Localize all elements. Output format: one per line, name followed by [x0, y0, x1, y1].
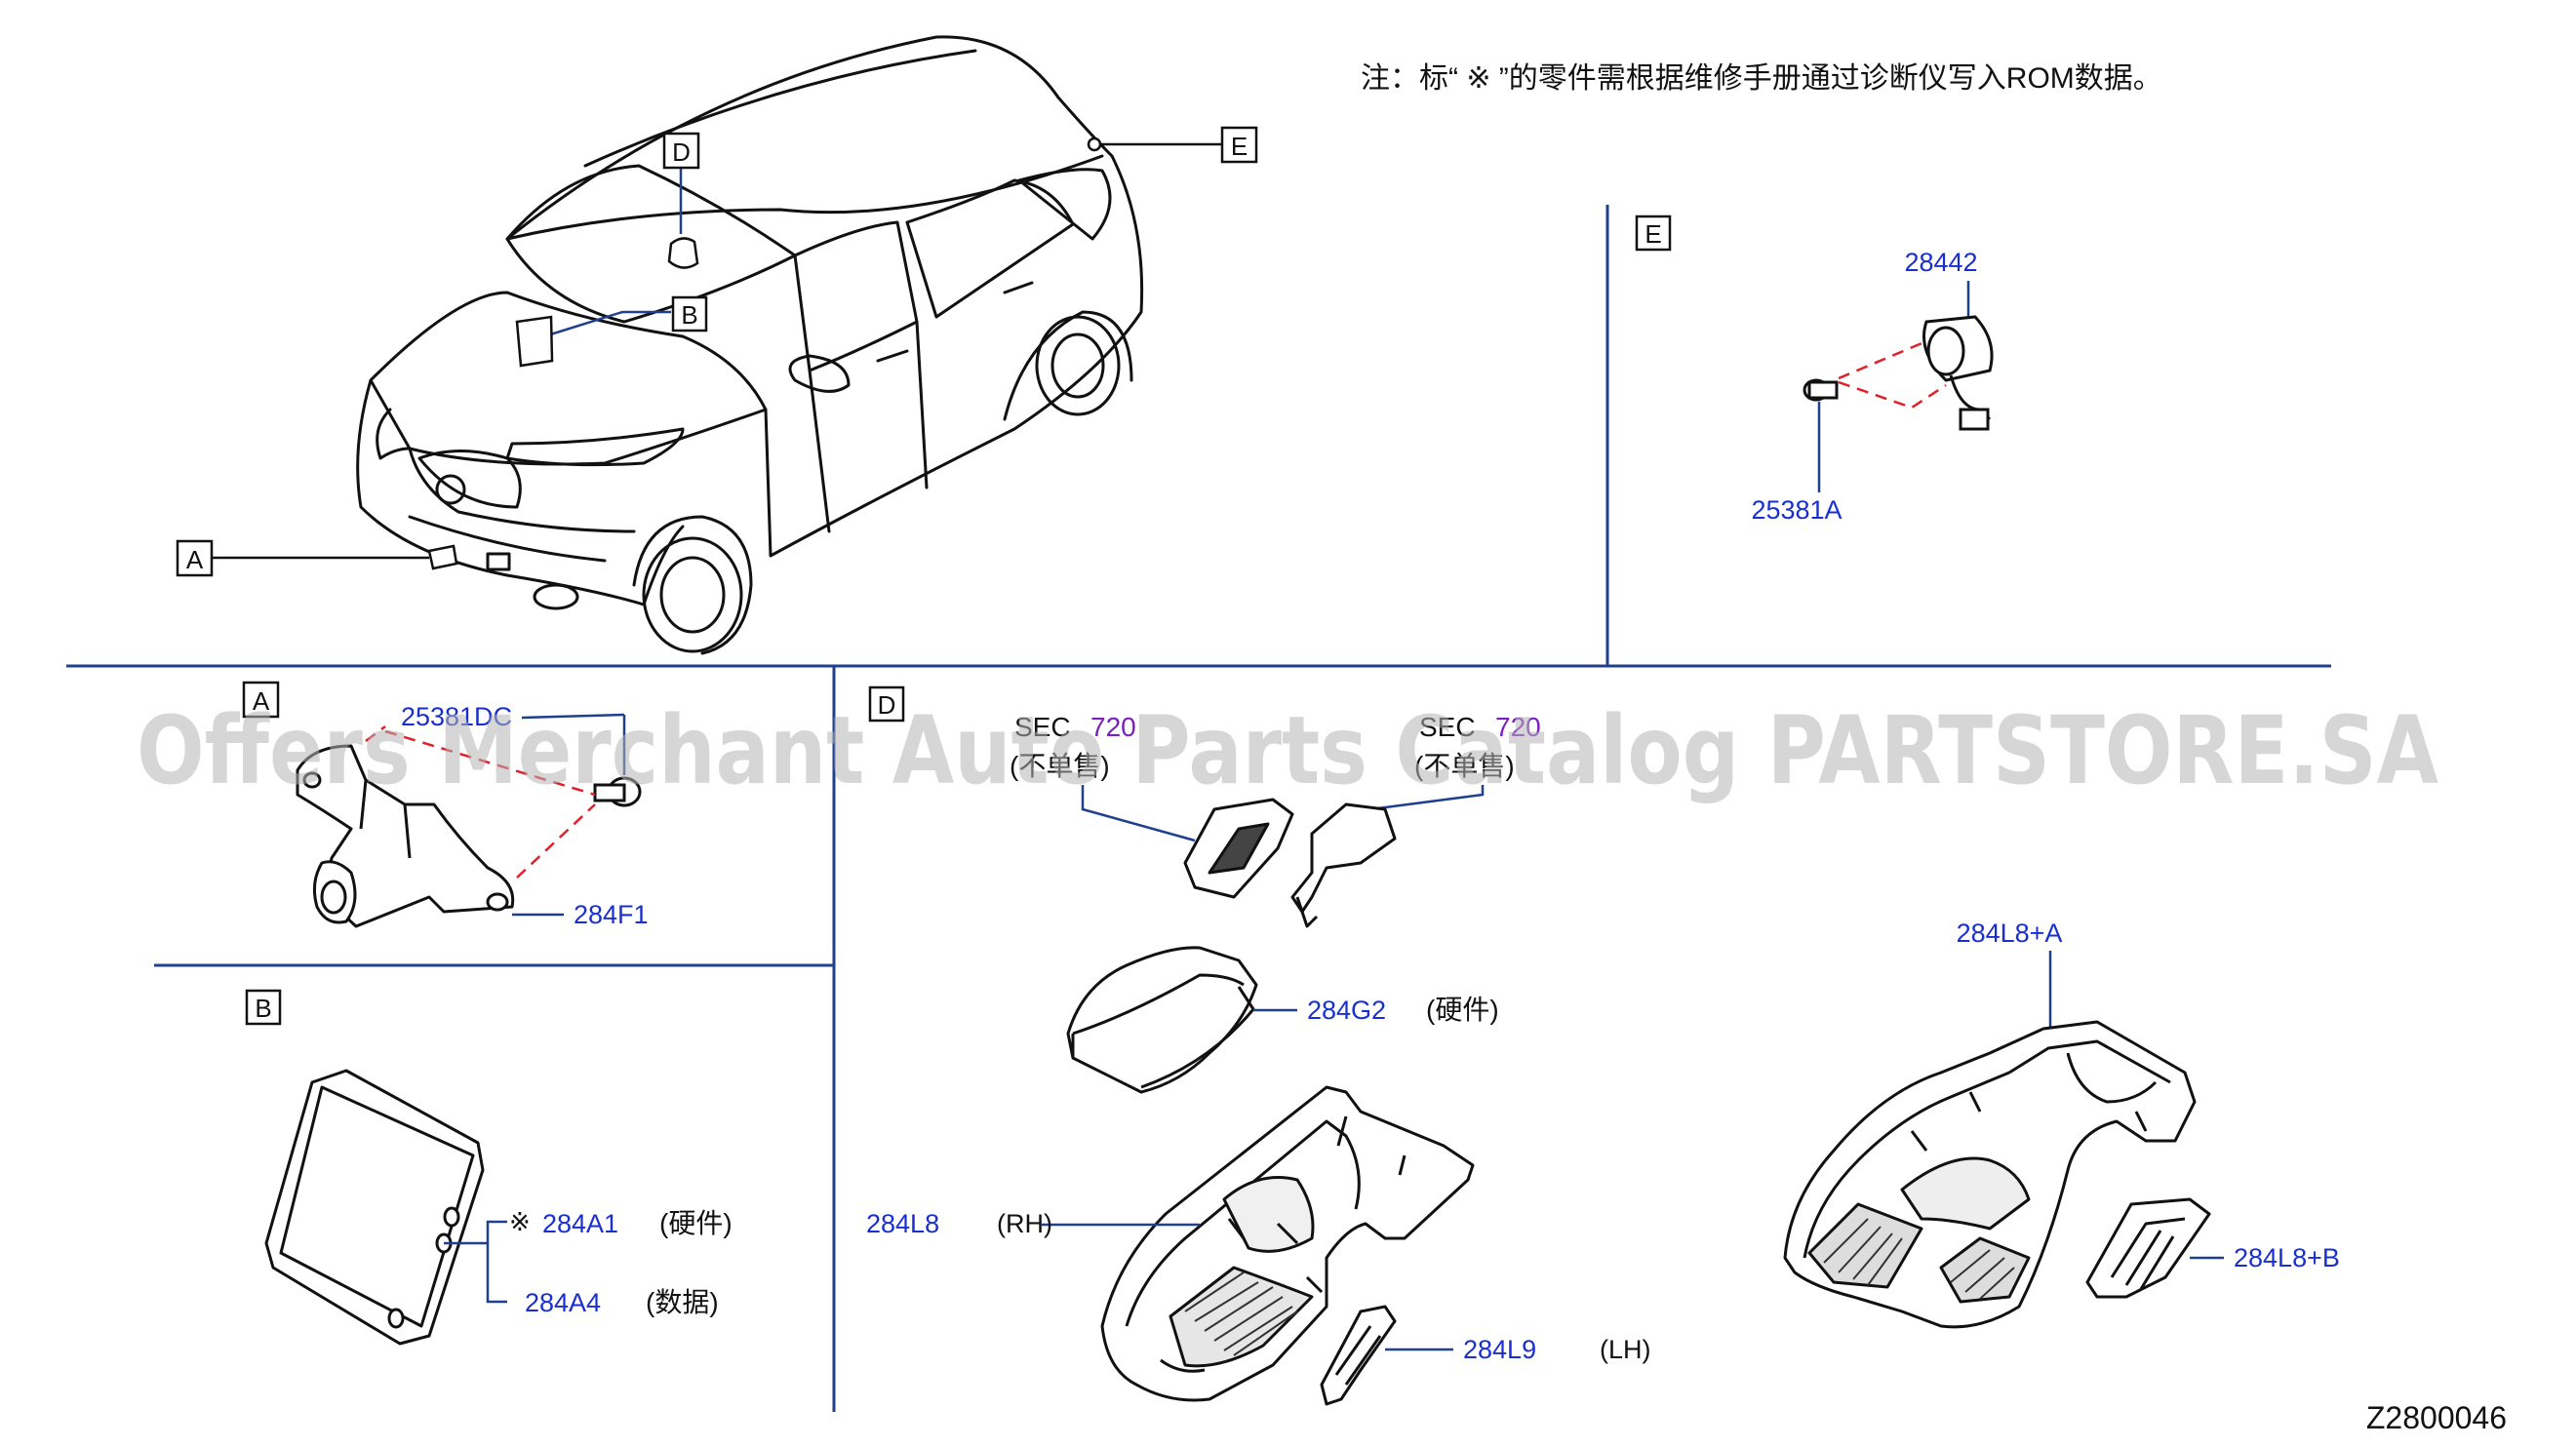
rom-mark: ※ [509, 1207, 531, 1236]
callout-a-label: A [186, 545, 204, 574]
callout-b-label: B [681, 300, 697, 330]
section-d: D SEC 720 (不单售) SEC 720 (不单售) 284G2 (硬件) [866, 685, 2340, 1406]
part-28442-label: 28442 [1904, 248, 1977, 277]
section-a-box [242, 681, 280, 719]
car-illustration [356, 35, 1144, 655]
section-dividers [66, 205, 2331, 1412]
car-part-b [515, 315, 554, 368]
part-284l9-side: (LH) [1600, 1335, 1651, 1364]
clip-25381a [1803, 378, 1839, 402]
part-284a4-label: 284A4 [525, 1288, 601, 1317]
sec-bracket-2 [1290, 802, 1397, 928]
a-leader-dashes [384, 729, 596, 879]
callout-d-box [662, 132, 700, 170]
part-284l8b-label: 284L8+B [2234, 1243, 2340, 1272]
part-284g2-note: (硬件) [1426, 995, 1499, 1025]
part-284a4-note: (数据) [646, 1287, 719, 1317]
section-d-label: D [878, 690, 896, 720]
car-part-e [1087, 137, 1102, 152]
section-b: B ※ 284A1 (硬件) 284A4 (数据) [245, 989, 733, 1346]
sec-ref-2: SEC [1419, 712, 1476, 742]
sec-ref-1: SEC [1014, 712, 1071, 742]
e-leader-dashes [1838, 339, 1947, 410]
callout-e-box [1220, 126, 1258, 164]
rom-note: 注：标“ ※ ”的零件需根据维修手册通过诊断仪写入ROM数据。 [1361, 62, 2162, 95]
front-camera-284f1 [296, 744, 515, 928]
part-284l9-label: 284L9 [1463, 1335, 1536, 1364]
sec-ref-1-num: 720 [1090, 712, 1136, 742]
car-callouts: A B D E [176, 126, 1258, 577]
section-a: A 25381DC 284F1 [242, 681, 649, 929]
callout-d-label: D [672, 137, 691, 167]
control-unit-284a [264, 1069, 485, 1346]
bracket-284l9 [1320, 1305, 1397, 1406]
section-a-label: A [253, 686, 270, 716]
sec-ref-1-note: (不单售) [1010, 751, 1110, 781]
part-25381a-label: 25381A [1751, 495, 1842, 525]
part-284l8-label: 284L8 [866, 1209, 939, 1238]
watermark: Offers Merchant Auto Parts Catalog PARTS… [137, 696, 2438, 805]
sec-ref-2-num: 720 [1495, 712, 1541, 742]
part-284a1-note: (硬件) [659, 1208, 733, 1238]
diagram-code: Z2800046 [2366, 1400, 2507, 1435]
part-284g2-label: 284G2 [1307, 996, 1386, 1025]
section-b-box [245, 989, 282, 1026]
section-e: E 28442 25381A [1635, 215, 1994, 525]
callout-b-box [671, 295, 708, 332]
rear-camera-28442 [1922, 315, 1994, 431]
section-b-label: B [255, 994, 271, 1023]
car-part-d [667, 237, 699, 269]
cover-284g2 [1066, 946, 1258, 1094]
clip-25381dc [593, 776, 642, 807]
bracket-284l8 [1100, 1085, 1475, 1402]
assembly-284l8-a [1783, 1020, 2197, 1329]
sec-ref-2-note: (不单售) [1414, 751, 1515, 781]
section-d-box [868, 685, 905, 723]
part-284f1-label: 284F1 [574, 900, 649, 929]
section-e-label: E [1645, 219, 1661, 249]
sec-bracket-1 [1183, 798, 1294, 899]
part-25381dc-label: 25381DC [401, 702, 512, 731]
part-284l8-b [2085, 1197, 2211, 1299]
part-284l8a-label: 284L8+A [1957, 919, 2063, 948]
part-284a1-label: 284A1 [542, 1209, 618, 1238]
callout-a-box [176, 539, 214, 577]
part-284l8-side: (RH) [997, 1209, 1052, 1238]
callout-e-label: E [1231, 132, 1248, 161]
section-e-box [1635, 215, 1672, 252]
car-part-a [427, 544, 458, 570]
